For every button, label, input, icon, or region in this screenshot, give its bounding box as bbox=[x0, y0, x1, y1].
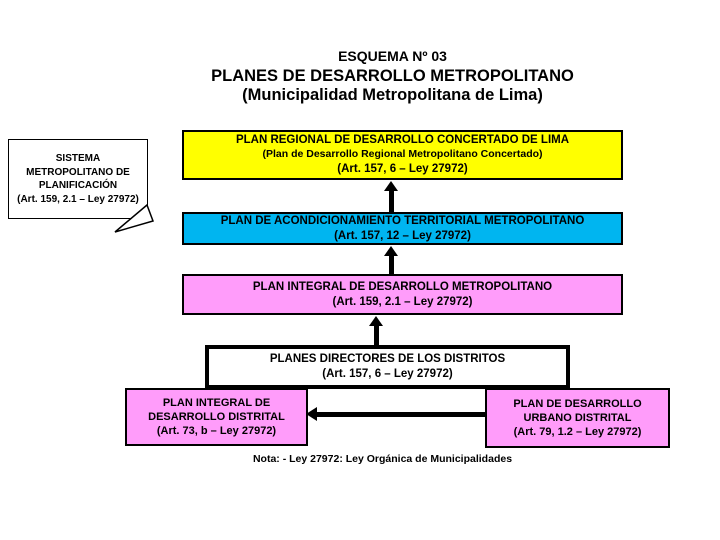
box-urbano-distrital-line: PLAN DE DESARROLLO bbox=[513, 397, 642, 410]
box-planes-directores: PLANES DIRECTORES DE LOS DISTRITOS (Art.… bbox=[205, 345, 570, 389]
arrow-up-3-head bbox=[369, 316, 383, 326]
box-integral-distrital-article: (Art. 73, b – Ley 27972) bbox=[156, 425, 277, 438]
box-directores-article: (Art. 157, 6 – Ley 27972) bbox=[322, 368, 453, 380]
box-plan-integral-metropolitano: PLAN INTEGRAL DE DESARROLLO METROPOLITAN… bbox=[182, 274, 623, 315]
title-main: PLANES DE DESARROLLO METROPOLITANO bbox=[211, 67, 574, 86]
callout-line: (Art. 159, 2.1 – Ley 27972) bbox=[17, 193, 139, 205]
box-integral-metro-article: (Art. 159, 2.1 – Ley 27972) bbox=[332, 295, 473, 308]
box-plan-regional: PLAN REGIONAL DE DESARROLLO CONCERTADO D… bbox=[182, 130, 623, 180]
box-integral-metro-title: PLAN INTEGRAL DE DESARROLLO METROPOLITAN… bbox=[252, 280, 553, 293]
callout-line: METROPOLITANO DE bbox=[26, 166, 130, 178]
arrow-left-head bbox=[306, 407, 317, 421]
arrow-up-3-shaft bbox=[374, 324, 379, 345]
box-plan-integral-distrital: PLAN INTEGRAL DE DESARROLLO DISTRITAL (A… bbox=[125, 388, 308, 446]
footer-note: Nota: - Ley 27972: Ley Orgánica de Munic… bbox=[252, 453, 513, 465]
arrow-left-shaft bbox=[315, 412, 485, 417]
arrow-up-1-shaft bbox=[389, 189, 394, 212]
arrow-up-1-head bbox=[384, 181, 398, 191]
callout-sistema-planificacion: SISTEMA METROPOLITANO DE PLANIFICACIÓN (… bbox=[8, 139, 148, 219]
box-urbano-distrital-article: (Art. 79, 1.2 – Ley 27972) bbox=[513, 426, 642, 439]
box-territorial-title: PLAN DE ACONDICIONAMIENTO TERRITORIAL ME… bbox=[220, 214, 585, 227]
title-esquema-number: ESQUEMA Nº 03 bbox=[338, 48, 447, 64]
callout-line: SISTEMA bbox=[55, 153, 101, 164]
title-subtitle: (Municipalidad Metropolitana de Lima) bbox=[242, 86, 543, 105]
callout-tail-pointer bbox=[114, 203, 154, 233]
box-urbano-distrital-line: URBANO DISTRITAL bbox=[523, 411, 632, 424]
box-territorial-article: (Art. 157, 12 – Ley 27972) bbox=[334, 229, 471, 242]
box-plan-urbano-distrital: PLAN DE DESARROLLO URBANO DISTRITAL (Art… bbox=[485, 388, 670, 448]
box-integral-distrital-line: DESARROLLO DISTRITAL bbox=[148, 410, 285, 423]
box-plan-regional-article: (Art. 157, 6 – Ley 27972) bbox=[337, 162, 468, 175]
page-title: ESQUEMA Nº 03 PLANES DE DESARROLLO METRO… bbox=[180, 48, 605, 105]
box-directores-title: PLANES DIRECTORES DE LOS DISTRITOS bbox=[269, 353, 506, 366]
box-plan-regional-title: PLAN REGIONAL DE DESARROLLO CONCERTADO D… bbox=[235, 134, 570, 147]
arrow-up-2-shaft bbox=[389, 254, 394, 274]
box-integral-distrital-line: PLAN INTEGRAL DE bbox=[162, 396, 271, 409]
arrow-up-2-head bbox=[384, 246, 398, 256]
box-plan-regional-subtitle: (Plan de Desarrollo Regional Metropolita… bbox=[262, 148, 543, 161]
callout-line: PLANIFICACIÓN bbox=[38, 180, 118, 191]
box-acondicionamiento-territorial: PLAN DE ACONDICIONAMIENTO TERRITORIAL ME… bbox=[182, 212, 623, 245]
